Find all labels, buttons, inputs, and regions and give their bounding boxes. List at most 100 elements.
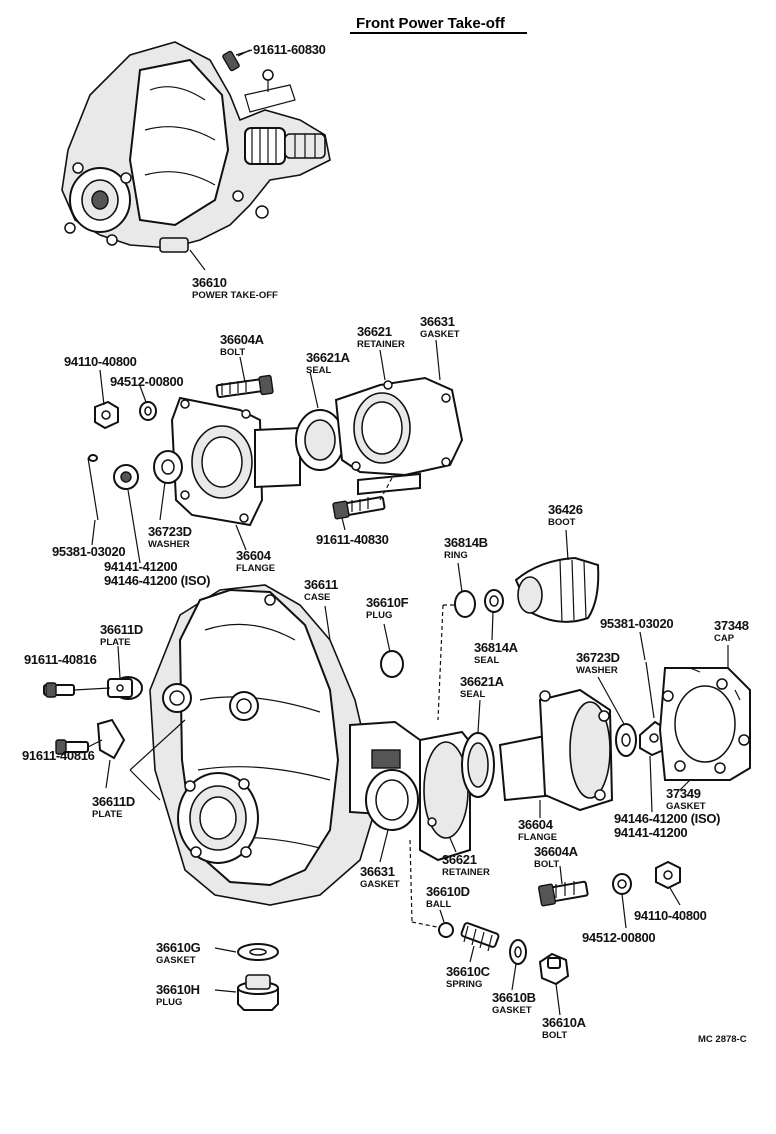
svg-text:GASKET: GASKET bbox=[156, 955, 196, 966]
svg-text:FLANGE: FLANGE bbox=[236, 563, 275, 574]
svg-text:36814A: 36814A bbox=[474, 640, 519, 655]
svg-text:CAP: CAP bbox=[714, 633, 735, 644]
svg-text:CASE: CASE bbox=[304, 592, 330, 603]
label-91611-60830: 91611-60830 bbox=[253, 42, 326, 57]
svg-text:36610F: 36610F bbox=[366, 595, 409, 610]
label-94141-41200-bottom: 94141-41200 bbox=[614, 825, 688, 840]
svg-text:BALL: BALL bbox=[426, 899, 452, 910]
label-94110-40800-top: 94110-40800 bbox=[64, 354, 137, 369]
svg-text:36723D: 36723D bbox=[576, 650, 620, 665]
svg-text:36610G: 36610G bbox=[156, 940, 201, 955]
svg-text:94141-41200: 94141-41200 bbox=[104, 559, 177, 574]
svg-text:GASKET: GASKET bbox=[492, 1005, 532, 1016]
svg-text:SEAL: SEAL bbox=[460, 689, 486, 700]
svg-text:SEAL: SEAL bbox=[306, 365, 332, 376]
svg-text:WASHER: WASHER bbox=[148, 539, 190, 550]
label-94512-00800-bottom: 94512-00800 bbox=[582, 930, 656, 945]
svg-text:36426: 36426 bbox=[548, 502, 583, 517]
label-91611-40830: 91611-40830 bbox=[316, 532, 389, 547]
svg-text:91611-40816: 91611-40816 bbox=[22, 748, 95, 763]
svg-text:36610B: 36610B bbox=[492, 990, 536, 1005]
label-94512-00800-top: 94512-00800 bbox=[110, 374, 184, 389]
svg-text:36610C: 36610C bbox=[446, 964, 491, 979]
diagram-title: Front Power Take-off bbox=[356, 15, 506, 32]
svg-text:36604A: 36604A bbox=[220, 332, 265, 347]
svg-text:37349: 37349 bbox=[666, 786, 701, 801]
label-94146-41200-iso-bottom: 94146-41200 (ISO) bbox=[614, 811, 721, 826]
power-take-off-assembly-drawing bbox=[61, 41, 331, 253]
svg-text:94146-41200 (ISO): 94146-41200 (ISO) bbox=[614, 811, 720, 826]
svg-text:POWER TAKE-OFF: POWER TAKE-OFF bbox=[192, 290, 278, 301]
svg-text:91611-40830: 91611-40830 bbox=[316, 532, 389, 547]
svg-text:37348: 37348 bbox=[714, 618, 749, 633]
svg-text:RETAINER: RETAINER bbox=[357, 339, 405, 350]
svg-text:36610A: 36610A bbox=[542, 1015, 587, 1030]
svg-text:GASKET: GASKET bbox=[360, 879, 400, 890]
svg-text:36610H: 36610H bbox=[156, 982, 200, 997]
svg-text:36631: 36631 bbox=[360, 864, 395, 879]
svg-text:RETAINER: RETAINER bbox=[442, 867, 490, 878]
svg-text:36814B: 36814B bbox=[444, 535, 488, 550]
svg-text:BOLT: BOLT bbox=[220, 347, 245, 358]
svg-text:PLATE: PLATE bbox=[100, 637, 130, 648]
svg-text:36621A: 36621A bbox=[306, 350, 351, 365]
svg-text:SEAL: SEAL bbox=[474, 655, 500, 666]
label-95381-03020-left: 95381-03020 bbox=[52, 544, 126, 559]
svg-text:WASHER: WASHER bbox=[576, 665, 618, 676]
label-95381-03020-right: 95381-03020 bbox=[600, 616, 674, 631]
label-91611-40816-bottom: 91611-40816 bbox=[22, 748, 95, 763]
svg-text:91611-60830: 91611-60830 bbox=[253, 42, 326, 57]
svg-text:94512-00800: 94512-00800 bbox=[110, 374, 183, 389]
svg-text:PLATE: PLATE bbox=[92, 809, 122, 820]
label-91611-40816-top: 91611-40816 bbox=[24, 652, 97, 667]
svg-text:94141-41200: 94141-41200 bbox=[614, 825, 687, 840]
svg-text:36611D: 36611D bbox=[100, 622, 143, 637]
svg-text:FLANGE: FLANGE bbox=[518, 832, 557, 843]
svg-text:36611D: 36611D bbox=[92, 794, 135, 809]
label-94146-41200-iso-top: 94146-41200 (ISO) bbox=[104, 573, 211, 588]
svg-text:SPRING: SPRING bbox=[446, 979, 482, 990]
svg-text:36610: 36610 bbox=[192, 275, 227, 290]
svg-text:36621: 36621 bbox=[357, 324, 392, 339]
svg-text:94146-41200 (ISO): 94146-41200 (ISO) bbox=[104, 573, 210, 588]
svg-text:94512-00800: 94512-00800 bbox=[582, 930, 655, 945]
leader-lines bbox=[91, 49, 729, 1016]
svg-text:36604: 36604 bbox=[518, 817, 554, 832]
svg-text:GASKET: GASKET bbox=[420, 329, 460, 340]
svg-text:36723D: 36723D bbox=[148, 524, 192, 539]
svg-text:36621: 36621 bbox=[442, 852, 477, 867]
svg-text:36611: 36611 bbox=[304, 577, 338, 592]
svg-text:95381-03020: 95381-03020 bbox=[52, 544, 125, 559]
svg-text:RING: RING bbox=[444, 550, 468, 561]
svg-text:94110-40800: 94110-40800 bbox=[64, 354, 137, 369]
svg-text:PLUG: PLUG bbox=[366, 610, 392, 621]
figure-code: MC 2878-C bbox=[698, 1034, 747, 1045]
svg-text:PLUG: PLUG bbox=[156, 997, 182, 1008]
